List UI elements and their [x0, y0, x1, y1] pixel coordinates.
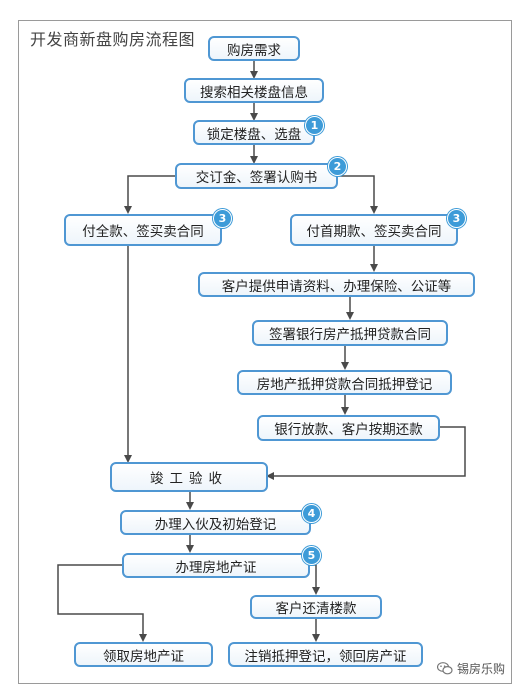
step-badge-5: 5 — [302, 546, 321, 565]
step-pay-deposit: 交订金、签署认购书 — [175, 163, 338, 189]
step-pay-off-loan: 客户还清楼款 — [250, 595, 382, 619]
step-purchase-need: 购房需求 — [208, 36, 300, 61]
step-property-certificate: 办理房地产证 — [122, 553, 310, 578]
arrow-bank-completion — [266, 426, 466, 480]
step-badge-3-full: 3 — [213, 209, 232, 228]
arrow-cert-payoff — [310, 564, 320, 595]
step-down-payment: 付首期款、签买卖合同 — [290, 214, 458, 246]
step-mortgage-registration: 房地产抵押贷款合同抵押登记 — [237, 370, 452, 395]
step-badge-2: 2 — [328, 157, 347, 176]
step-full-payment: 付全款、签买卖合同 — [64, 214, 222, 246]
step-search-info: 搜索相关楼盘信息 — [184, 78, 324, 103]
step-badge-3-down: 3 — [447, 209, 466, 228]
arrow-cert-receive — [57, 564, 147, 642]
step-cancel-mortgage: 注销抵押登记，领回房产证 — [228, 642, 423, 667]
watermark-text: 锡房乐购 — [457, 662, 506, 676]
diagram-title: 开发商新盘购房流程图 — [30, 30, 196, 49]
step-sign-loan-contract: 签署银行房产抵押贷款合同 — [252, 320, 448, 346]
step-badge-4: 4 — [302, 504, 321, 523]
watermark: 锡房乐购 — [437, 660, 505, 677]
diagram-frame — [18, 20, 512, 684]
step-lock-property: 锁定楼盘、选盘 — [193, 120, 315, 145]
step-completion-acceptance: 竣工验收 — [110, 462, 268, 492]
arrow-deposit-full — [124, 175, 175, 214]
step-bank-loan: 银行放款、客户按期还款 — [257, 415, 440, 441]
step-submit-application: 客户提供申请资料、办理保险、公证等 — [198, 272, 475, 297]
step-badge-1: 1 — [305, 116, 324, 135]
arrow-deposit-down — [338, 175, 378, 214]
step-move-in-registration: 办理入伙及初始登记 — [120, 510, 311, 535]
wechat-icon — [437, 662, 453, 675]
step-receive-certificate: 领取房地产证 — [74, 642, 213, 667]
